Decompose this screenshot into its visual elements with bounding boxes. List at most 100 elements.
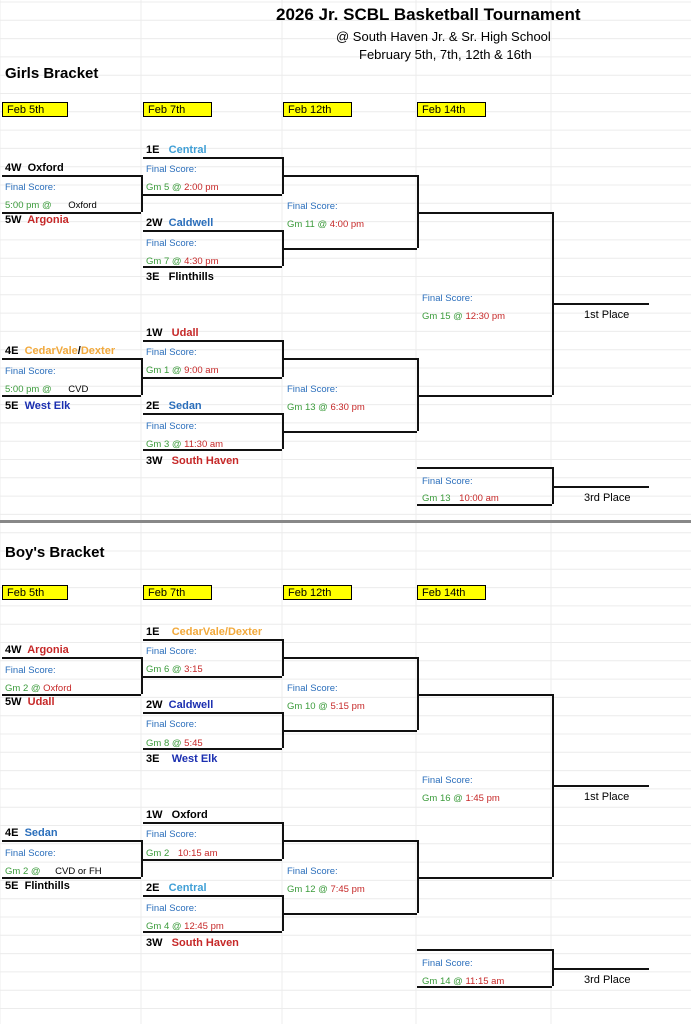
bracket-line bbox=[417, 358, 419, 431]
bracket-line bbox=[2, 694, 141, 696]
game-site: CVD bbox=[68, 384, 89, 395]
boys-r1a-game: Gm 2 @ Oxford bbox=[5, 683, 72, 694]
bracket-line bbox=[282, 175, 417, 177]
game-number: Gm 14 @ bbox=[422, 976, 463, 987]
bracket-line bbox=[417, 949, 552, 951]
section-divider bbox=[0, 520, 691, 523]
bracket-line bbox=[141, 859, 143, 861]
bracket-line bbox=[282, 358, 417, 360]
boys-final-score: Final Score: bbox=[422, 775, 473, 786]
boys-r2a-game: Gm 6 @ 3:15 bbox=[146, 664, 203, 675]
seed: 5E bbox=[5, 880, 19, 892]
girls-r1a-score: Final Score: bbox=[5, 182, 56, 193]
bracket-line bbox=[2, 212, 141, 214]
page-title: 2026 Jr. SCBL Basketball Tournament bbox=[276, 5, 581, 24]
team-name: CedarVale/Dexter bbox=[171, 626, 263, 638]
boys-date-feb5: Feb 5th bbox=[2, 585, 68, 600]
boys-first-place: 1st Place bbox=[584, 791, 630, 803]
game-time: 5:45 bbox=[184, 738, 203, 749]
game-number: Gm 8 @ bbox=[146, 738, 182, 749]
team-name: West Elk bbox=[24, 400, 71, 412]
game-number: Gm 12 @ bbox=[287, 884, 328, 895]
game-number: Gm 11 @ bbox=[287, 219, 328, 230]
bracket-line bbox=[282, 840, 417, 842]
game-number: Gm 2 @ bbox=[5, 683, 41, 694]
girls-third-score: Final Score: bbox=[422, 476, 473, 487]
team-name: Udall bbox=[171, 327, 199, 339]
bracket-line bbox=[143, 639, 282, 641]
girls-final-score: Final Score: bbox=[422, 293, 473, 304]
seed: 3W bbox=[146, 455, 163, 467]
girls-r2b-score: Final Score: bbox=[146, 238, 197, 249]
game-number: Gm 1 @ bbox=[146, 365, 182, 376]
bracket-line bbox=[143, 266, 282, 268]
bracket-line bbox=[143, 413, 282, 415]
team-name: Caldwell bbox=[168, 217, 214, 229]
seed: 5W bbox=[5, 214, 22, 226]
boys-r1a-score: Final Score: bbox=[5, 665, 56, 676]
bracket-line bbox=[417, 694, 552, 696]
bracket-line bbox=[417, 395, 552, 397]
bracket-line bbox=[143, 449, 282, 451]
game-time: 10:15 am bbox=[177, 848, 218, 859]
bracket-line bbox=[143, 895, 282, 897]
boys-r1b-bottom: 5E Flinthills bbox=[5, 880, 70, 892]
girls-date-feb7: Feb 7th bbox=[143, 102, 212, 117]
bracket-line bbox=[143, 712, 282, 714]
girls-final-game: Gm 15 @ 12:30 pm bbox=[422, 311, 505, 322]
girls-r2c-top: 1W Udall bbox=[146, 327, 199, 339]
bracket-line bbox=[417, 657, 419, 730]
game-number: Gm 3 @ bbox=[146, 439, 182, 450]
bracket-line bbox=[141, 358, 143, 395]
bracket-line bbox=[417, 212, 552, 214]
bracket-line bbox=[282, 730, 417, 732]
game-time: 4:30 pm bbox=[184, 256, 219, 267]
girls-date-feb5: Feb 5th bbox=[2, 102, 68, 117]
game-time: 3:15 bbox=[184, 664, 203, 675]
bracket-line bbox=[141, 175, 143, 212]
boys-r1a-bottom: 5W Udall bbox=[5, 696, 55, 708]
girls-r1b-game: 5:00 pm @ CVD bbox=[5, 384, 88, 395]
game-time: 1:45 pm bbox=[465, 793, 500, 804]
seed: 5W bbox=[5, 696, 22, 708]
bracket-line bbox=[417, 467, 552, 469]
girls-r2a-score: Final Score: bbox=[146, 164, 197, 175]
team-name: Udall bbox=[27, 696, 55, 708]
boys-r2d-score: Final Score: bbox=[146, 903, 197, 914]
bracket-line bbox=[141, 377, 143, 379]
girls-r1b-bottom: 5E West Elk bbox=[5, 400, 70, 412]
game-time: 9:00 am bbox=[184, 365, 219, 376]
bracket-line bbox=[2, 358, 141, 360]
team-name: CedarVale bbox=[24, 345, 78, 357]
girls-bracket-title: Girls Bracket bbox=[5, 65, 99, 82]
team-name: South Haven bbox=[171, 937, 239, 949]
bracket-line bbox=[282, 248, 417, 250]
boys-r2c-top: 1W Oxford bbox=[146, 809, 208, 821]
team-name: Oxford bbox=[171, 809, 208, 821]
girls-r2c-score: Final Score: bbox=[146, 347, 197, 358]
dates-text: February 5th, 7th, 12th & 16th bbox=[359, 47, 532, 62]
girls-r1a-bottom: 5W Argonia bbox=[5, 214, 69, 226]
girls-r3b-score: Final Score: bbox=[287, 384, 338, 395]
seed: 4W bbox=[5, 162, 22, 174]
girls-r2b-game: Gm 7 @ 4:30 pm bbox=[146, 256, 218, 267]
bracket-line bbox=[282, 657, 417, 659]
girls-third-place: 3rd Place bbox=[584, 492, 631, 504]
bracket-line bbox=[552, 467, 554, 504]
bracket-line bbox=[2, 877, 141, 879]
game-number: Gm 2 @ bbox=[5, 866, 41, 877]
bracket-line bbox=[552, 949, 554, 986]
seed: 5E bbox=[5, 400, 19, 412]
boys-bracket-title: Boy's Bracket bbox=[5, 544, 105, 561]
boys-r2c-game: Gm 2 10:15 am bbox=[146, 848, 218, 859]
bracket-line bbox=[143, 340, 282, 342]
bracket-line bbox=[143, 822, 282, 824]
team-sep: / bbox=[77, 345, 81, 357]
seed: 1E bbox=[146, 144, 160, 156]
seed: 4E bbox=[5, 827, 19, 839]
boys-r1b-game: Gm 2 @ CVD or FH bbox=[5, 866, 102, 877]
game-site: CVD or FH bbox=[55, 866, 102, 877]
team-name: Argonia bbox=[27, 214, 69, 226]
game-number: Gm 13 @ bbox=[287, 402, 328, 413]
game-number: Gm 13 bbox=[422, 493, 451, 504]
